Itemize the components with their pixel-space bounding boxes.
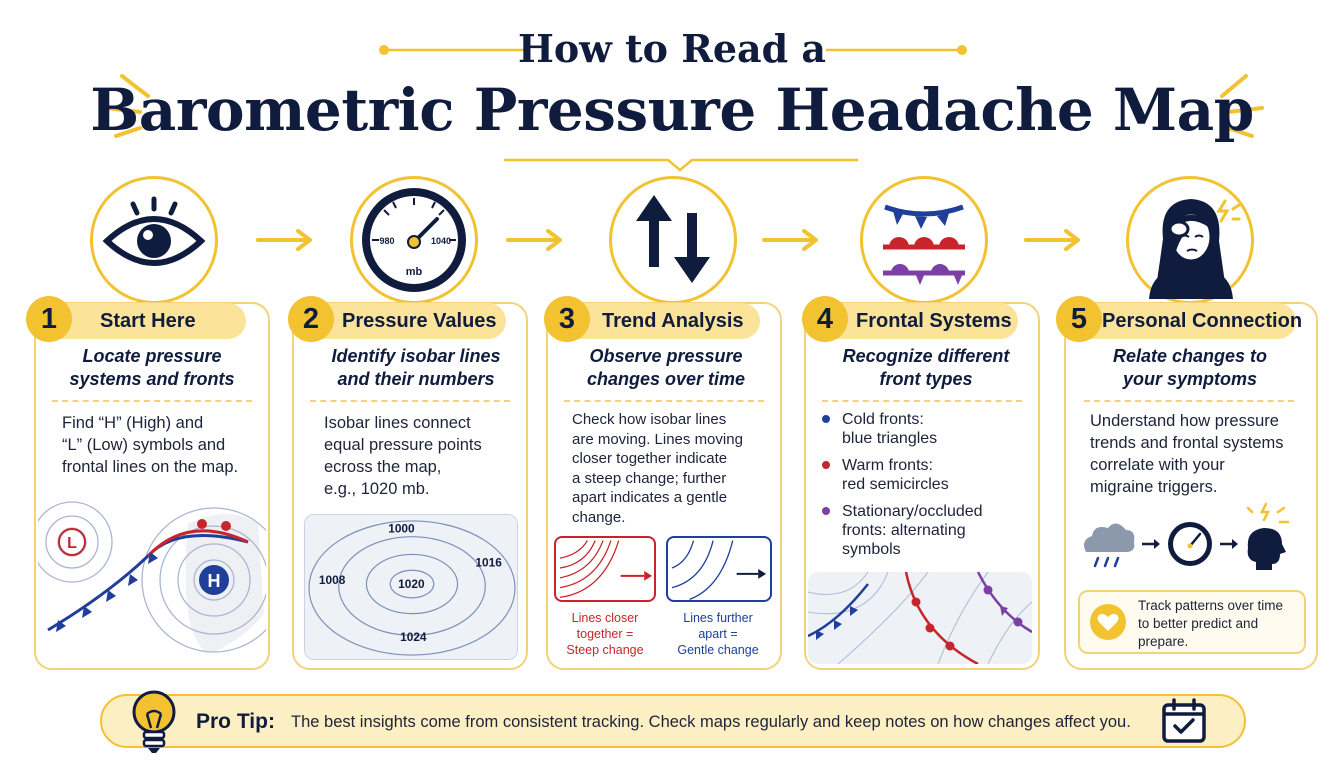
step-3-number: 3 <box>544 296 590 342</box>
lightbulb-icon <box>132 690 176 753</box>
step-5-number: 5 <box>1056 296 1102 342</box>
isobar-label: 1008 <box>319 573 346 587</box>
pro-tip-label: Pro Tip: <box>196 710 275 733</box>
step-5-title: Personal Connection <box>1102 310 1303 332</box>
step-1-title: Start Here <box>100 310 196 332</box>
up-down-arrows-icon <box>636 195 710 283</box>
step-1-number: 1 <box>26 296 72 342</box>
title-line-1: How to Read a <box>517 26 827 71</box>
step-5-icon-circle <box>1126 176 1254 304</box>
small-barometer-icon <box>1168 522 1212 566</box>
title-decoration <box>104 45 1264 172</box>
flow-arrow-icon <box>506 229 562 251</box>
high-pressure-symbol: H <box>208 571 221 591</box>
step-2-icon-circle: 980 1040 mb <box>350 176 478 304</box>
step-4-fronts-map <box>808 572 1032 664</box>
rain-cloud-icon <box>1084 523 1135 568</box>
gauge-label-left: 980 <box>379 236 394 246</box>
headache-person-icon <box>1149 199 1241 299</box>
isobar-label: 1020 <box>398 577 425 591</box>
flow-arrow-icon <box>256 229 312 251</box>
step-5-header <box>1066 303 1296 339</box>
calendar-check-icon <box>1162 698 1206 743</box>
flow-arrow-icon <box>762 229 818 251</box>
isobar-label: 1000 <box>388 522 415 536</box>
step-3-icon-circle <box>609 176 737 304</box>
pro-tip-bar <box>100 694 1246 748</box>
eye-icon <box>102 196 206 266</box>
steep-change-diagram <box>554 536 656 602</box>
step-5-divider <box>1084 400 1294 402</box>
step-2-number: 2 <box>288 296 334 342</box>
step-1-divider <box>52 400 252 402</box>
barometer-gauge-icon: 980 1040 mb <box>362 188 466 292</box>
step-3-card <box>546 302 782 670</box>
front-types-list: Cold fronts:blue triangles Warm fronts:r… <box>820 410 1030 567</box>
step-2-isobar-map: 1000 1008 1020 1016 1024 <box>304 514 518 660</box>
pro-tip-text: The best insights come from consistent t… <box>291 713 1131 731</box>
step-1-map: L H <box>38 494 266 666</box>
heart-icon <box>1090 604 1126 640</box>
gentle-change-diagram <box>666 536 772 602</box>
low-pressure-symbol: L <box>67 535 77 552</box>
step-2-divider <box>310 400 510 402</box>
page-title: Barometric Pressure Headache Map <box>90 76 1254 144</box>
isobar-label: 1016 <box>475 555 502 569</box>
weather-fronts-icon <box>883 204 965 285</box>
flow-arrow-icon <box>1024 229 1080 251</box>
cold-front-item: Cold fronts:blue triangles <box>820 410 1030 448</box>
gauge-unit: mb <box>406 266 423 278</box>
step-4-divider <box>822 400 1022 402</box>
gauge-label-right: 1040 <box>431 236 451 246</box>
step-4-title: Frontal Systems <box>856 310 1012 332</box>
weather-to-headache-flow <box>1084 502 1290 570</box>
step-3-divider <box>564 400 764 402</box>
step-1-icon-circle <box>90 176 218 304</box>
step-4-icon-circle <box>860 176 988 304</box>
step-3-title: Trend Analysis <box>602 310 744 332</box>
warm-front-item: Warm fronts:red semicircles <box>820 456 1030 494</box>
step-1-body: Find “H” (High) and“L” (Low) symbols and… <box>62 414 239 476</box>
step-4-number: 4 <box>802 296 848 342</box>
isobar-label: 1024 <box>400 630 427 644</box>
head-pain-icon <box>1246 502 1290 570</box>
step-2-title: Pressure Values <box>342 310 497 332</box>
